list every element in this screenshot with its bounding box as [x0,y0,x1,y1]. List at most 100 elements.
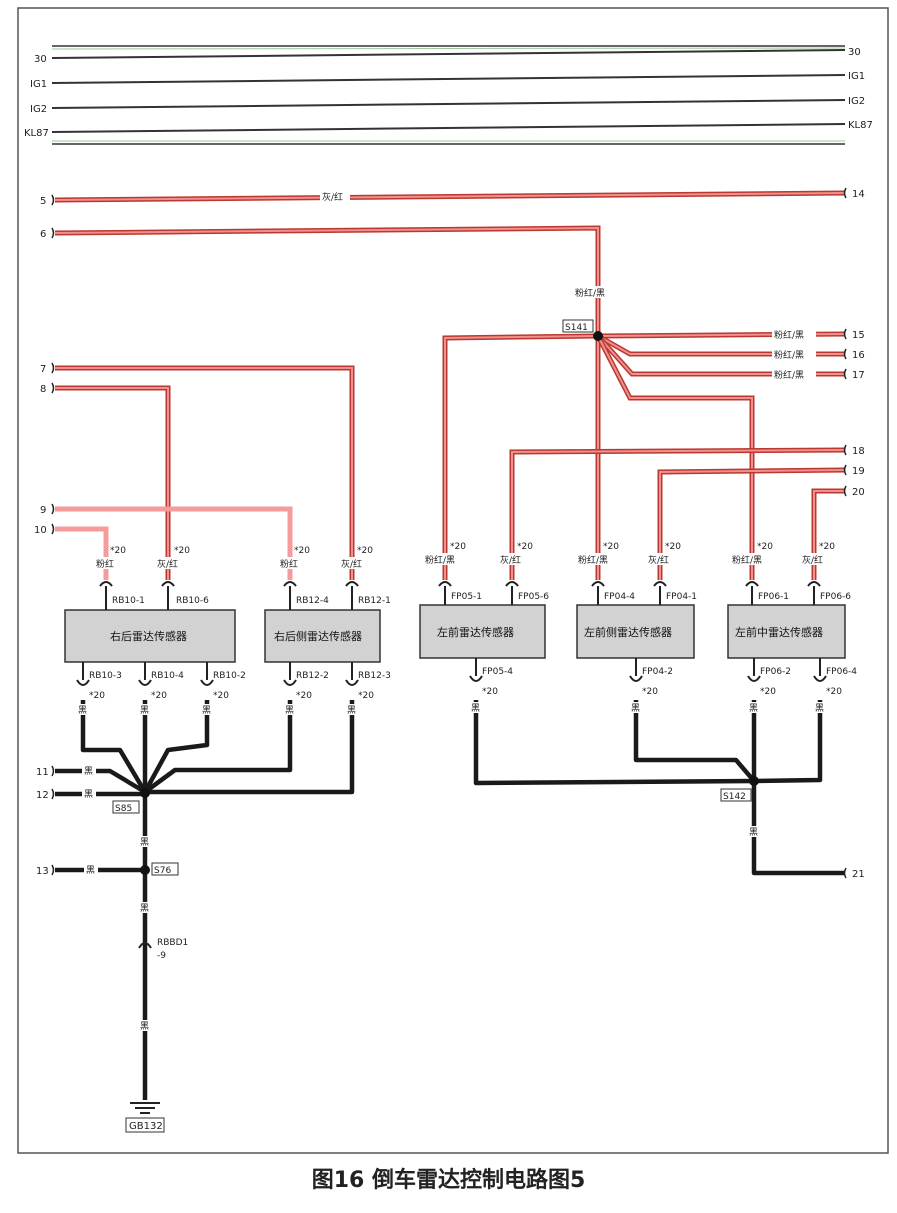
svg-text:粉红: 粉红 [280,558,298,570]
svg-text:黑: 黑 [631,703,640,714]
svg-text:黑: 黑 [202,705,211,716]
ground-label: GB132 [129,1121,163,1132]
bus-label-left-30: 30 [34,54,47,65]
pin-fp05-1: FP05-1 [451,592,482,602]
module-right-rear-side: 右后侧雷达传感器 [264,609,381,663]
pin-fp05-6: FP05-6 [518,592,549,602]
module-right-rear-side-name: 右后侧雷达传感器 [274,629,362,643]
svg-text:*20: *20 [213,691,229,701]
pin-number-16: 16 [852,350,865,361]
module-left-front-center: 左前中雷达传感器 [727,604,846,659]
pink-wires [54,190,846,580]
svg-text:*20: *20 [450,542,466,552]
svg-text:*20: *20 [174,546,190,556]
power-buses [51,45,846,145]
inline-connector-label-1: RBBD1 [157,938,188,948]
pin-rb10-1: RB10-1 [112,596,145,606]
module-left-front-center-name: 左前中雷达传感器 [735,625,823,639]
svg-text:灰/红: 灰/红 [802,554,823,566]
splice-s141: S141 [562,319,603,341]
module-right-rear-name: 右后雷达传感器 [110,629,187,643]
svg-text:黑: 黑 [471,703,480,714]
svg-text:黑: 黑 [78,705,87,716]
svg-text:*20: *20 [757,542,773,552]
module-wire-colors-bottom: 黑 黑 黑 黑 黑 黑 黑 黑 黑 [76,702,827,716]
pin-ends-right [843,187,847,879]
pin-rb10-4: RB10-4 [151,671,184,681]
pin-rb12-2: RB12-2 [296,671,329,681]
ground-symbol-icon [130,1102,160,1114]
pin-fp06-4: FP06-4 [826,667,857,677]
pin-number-9: 9 [40,505,46,516]
pin-number-19: 19 [852,466,865,477]
svg-text:粉红/黑: 粉红/黑 [732,554,762,566]
splice-s142: S142 [720,776,759,802]
pin-fp04-2: FP04-2 [642,667,673,677]
splice-s85-label: S85 [115,804,132,814]
svg-text:粉红: 粉红 [96,558,114,570]
svg-text:黑: 黑 [347,705,356,716]
svg-text:*20: *20 [517,542,533,552]
pin-number-17: 17 [852,370,865,381]
pin-number-6: 6 [40,229,46,240]
svg-text:粉红/黑: 粉红/黑 [578,554,608,566]
pin-number-15: 15 [852,330,865,341]
svg-text:*20: *20 [826,687,842,697]
option-marks-top: *20 *20 *20 *20 *20 *20 *20 *20 *20 *20 [110,542,835,556]
bus-label-left-ig2: IG2 [30,104,47,115]
wire-color-16: 粉红/黑 [774,349,804,361]
module-left-front-name: 左前雷达传感器 [437,625,514,639]
pin-number-12: 12 [36,790,49,801]
module-wire-colors-top: 粉红 灰/红 粉红 灰/红 粉红/黑 灰/红 粉红/黑 灰/红 粉红/黑 灰/红 [94,553,827,570]
wire-color-5-14: 灰/红 [322,191,343,203]
svg-text:*20: *20 [110,546,126,556]
bus-band-green [51,47,846,142]
splice-s85: S85 [112,788,150,814]
top-connectors [99,581,821,610]
wire-color-15: 粉红/黑 [774,329,804,341]
bus-label-right-ig1: IG1 [848,71,865,82]
pin-number-18: 18 [852,446,865,457]
wire-color-ground: 黑 [140,1021,149,1032]
wire-color-12: 黑 [84,789,93,800]
bus-label-left-ig1: IG1 [30,79,47,90]
pin-rb10-3: RB10-3 [89,671,122,681]
module-left-front: 左前雷达传感器 [419,604,546,659]
splice-s76-label: S76 [154,866,171,876]
bottom-connectors [76,658,827,686]
pin-fp04-1: FP04-1 [666,592,697,602]
svg-text:黑: 黑 [285,705,294,716]
pin-number-8: 8 [40,384,46,395]
ground-label-box [125,1117,165,1133]
svg-text:黑: 黑 [815,703,824,714]
svg-text:*20: *20 [482,687,498,697]
pin-ends-left [51,194,55,876]
pin-number-14: 14 [852,189,865,200]
wire-color-s142-21: 黑 [749,827,758,838]
splice-s141-label: S141 [565,323,588,333]
pin-rb12-1: RB12-1 [358,596,391,606]
wire-color-11: 黑 [84,766,93,777]
wire-color-s85-s76: 黑 [140,837,149,848]
svg-text:*20: *20 [642,687,658,697]
pin-rb10-6: RB10-6 [176,596,209,606]
svg-text:*20: *20 [294,546,310,556]
pin-fp04-4: FP04-4 [604,592,635,602]
module-right-rear: 右后雷达传感器 [64,609,236,663]
wire-color-13: 黑 [86,865,95,876]
pin-fp05-4: FP05-4 [482,667,513,677]
svg-text:黑: 黑 [749,703,758,714]
svg-text:粉红/黑: 粉红/黑 [425,554,455,566]
wire-color-17: 粉红/黑 [774,369,804,381]
pin-fp06-6: FP06-6 [820,592,851,602]
bus-label-left-kl87: KL87 [24,128,49,139]
svg-text:*20: *20 [89,691,105,701]
pin-fp06-1: FP06-1 [758,592,789,602]
pin-fp06-2: FP06-2 [760,667,791,677]
svg-text:*20: *20 [296,691,312,701]
module-left-front-side-name: 左前侧雷达传感器 [584,625,672,639]
svg-text:灰/红: 灰/红 [157,558,178,570]
bus-label-right-ig2: IG2 [848,96,865,107]
splice-s76: S76 [140,862,179,876]
